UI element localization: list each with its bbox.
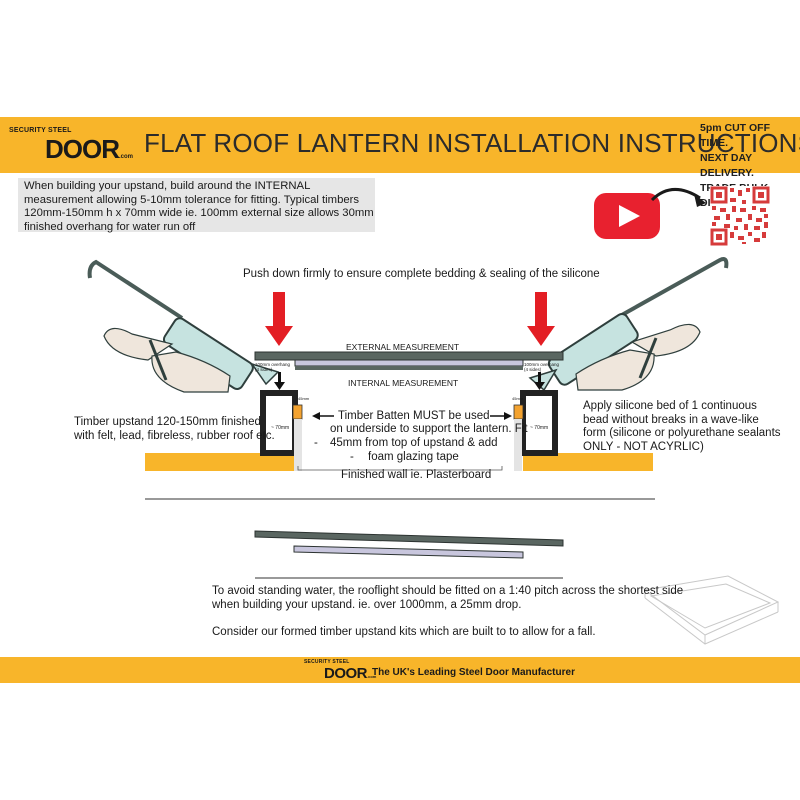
down-arrow-icon (265, 292, 293, 346)
timber-dim-left: ~ 70mm (271, 425, 290, 431)
header-bar (0, 117, 800, 173)
sealant-gun-icon (528, 257, 729, 392)
silicone-note: Apply silicone bed of 1 continuous bead … (583, 400, 781, 454)
batten-note-line: 45mm from top of upstand & add (330, 437, 498, 449)
pitched-glazing (293, 545, 524, 559)
timber-dim-right: ~ 70mm (530, 425, 549, 431)
timber-note-line: with felt, lead, fibreless, rubber roof … (74, 429, 275, 442)
timber-batten-right (513, 404, 524, 420)
lantern-base (295, 366, 523, 370)
timber-batten-left (292, 404, 303, 420)
footer-logo-suffix: .com (367, 674, 377, 679)
header-logo-top: SECURITY STEEL (9, 127, 72, 134)
batten-dim-right: 45mm (512, 396, 524, 401)
silicone-note-line: ONLY - NOT ACYRLIC) (583, 440, 704, 453)
push-note: Push down firmly to ensure complete bedd… (243, 268, 600, 280)
right-arrow-icon (490, 412, 512, 420)
silicone-note-line: Apply silicone bed of 1 continuous (583, 400, 757, 412)
left-arrow-icon (312, 412, 334, 420)
header-logo: DOOR.com (45, 136, 133, 163)
pitch-note-line: Consider our formed timber upstand kits … (212, 626, 596, 638)
overhang-label-right: 100mm overhang (4 sides) (524, 362, 560, 372)
intro-text: When building your upstand, build around… (24, 180, 374, 233)
batten-note-line: foam glazing tape (368, 451, 459, 463)
silicone-note-line: form (silicone or polyurethane sealants (583, 427, 781, 439)
footer-logo-main: DOOR (324, 665, 368, 682)
down-arrow-icon (274, 372, 285, 390)
roof-deck-right (523, 453, 653, 471)
batten-dim-left: 45mm (298, 396, 310, 401)
down-arrow-icon (527, 292, 555, 346)
timber-upstand-right (520, 390, 558, 456)
wall-label: Finished wall ie. Plasterboard (341, 469, 492, 481)
footer-logo-top: SECURITY STEEL (304, 659, 350, 665)
page-title: FLAT ROOF LANTERN INSTALLATION INSTRUCTI… (144, 128, 800, 158)
promo-line: NEXT DAY DELIVERY. (700, 152, 754, 179)
timber-upstand-note: Timber upstand 120-150mm finished with f… (74, 416, 275, 443)
lantern-glazing (294, 359, 524, 367)
intro-box (18, 178, 375, 232)
roof-deck-left (145, 453, 297, 471)
qr-code-icon[interactable] (710, 186, 770, 246)
batten-note-line: on underside to support the lantern. Fit (330, 423, 528, 435)
batten-bullet: - (314, 437, 318, 449)
pitch-note-line: when building your upstand. ie. over 100… (212, 599, 522, 611)
footer-logo: DOOR.com (324, 665, 376, 683)
pitch-note-line: To avoid standing water, the rooflight s… (212, 585, 684, 597)
youtube-play-icon[interactable] (594, 193, 660, 239)
internal-measurement-label: INTERNAL MEASUREMENT (348, 378, 459, 388)
lantern-frame (254, 351, 564, 361)
overhang-label-left: 100mm overhang (4 sides) (255, 362, 291, 372)
batten-bullet: - (350, 451, 354, 463)
plasterboard-right (514, 419, 522, 471)
promo-line: 5pm CUT OFF TIME. (700, 122, 770, 149)
batten-note-line: Timber Batten MUST be used (338, 410, 490, 422)
header-logo-main: DOOR (45, 134, 120, 164)
timber-note-line: Timber upstand 120-150mm finished (74, 416, 261, 428)
sealant-gun-icon (87, 259, 280, 393)
upstand-kit-sketch (643, 575, 780, 645)
pitched-frame (254, 530, 564, 547)
plasterboard-left (294, 419, 302, 471)
header-logo-suffix: .com (119, 154, 134, 160)
external-measurement-label: EXTERNAL MEASUREMENT (346, 342, 460, 352)
footer-tagline: The UK's Leading Steel Door Manufacturer (372, 667, 575, 678)
down-arrow-icon (534, 372, 545, 390)
curved-arrow-icon (650, 188, 706, 207)
silicone-note-line: bead without breaks in a wave-like (583, 413, 759, 426)
footer-bar (0, 657, 800, 683)
